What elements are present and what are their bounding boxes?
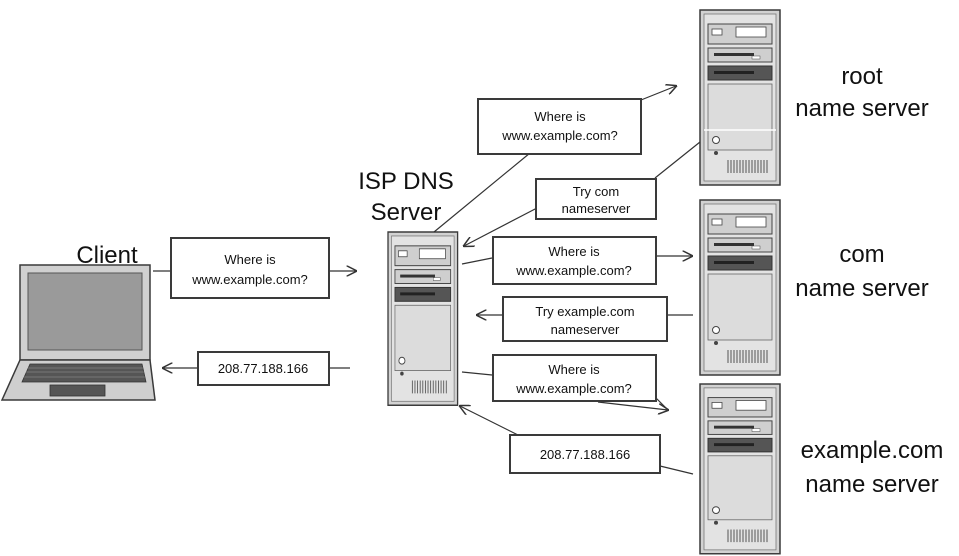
svg-text:Where is: Where is [548,244,600,259]
isp-server-label-line2: Server [371,199,442,226]
example-server-icon [699,383,781,555]
message-client-query: Where is www.example.com? [170,237,330,299]
svg-text:www.example.com?: www.example.com? [501,128,618,143]
arrow-example-query-mid [655,397,669,411]
svg-text:208.77.188.166: 208.77.188.166 [218,361,308,376]
arrow-example-query-tail [461,371,493,376]
arrow-root-reply [464,207,538,246]
arrow-root-reply-tail [654,141,701,179]
root-server-label-line2: name server [795,95,928,122]
message-root-query: Where is www.example.com? [477,98,642,155]
message-arrows [153,86,701,475]
arrow-com-query-tail [461,257,493,265]
message-example-query: Where is www.example.com? [492,354,657,402]
svg-text:208.77.188.166: 208.77.188.166 [540,447,630,462]
message-example-reply: 208.77.188.166 [509,434,661,474]
svg-text:www.example.com?: www.example.com? [191,272,308,287]
message-com-reply: Try example.com nameserver [502,296,668,342]
arrow-example-query [597,401,668,410]
svg-text:Try com: Try com [573,184,619,199]
client-label: Client [76,242,138,269]
message-client-answer: 208.77.188.166 [197,351,330,386]
svg-text:Where is: Where is [224,252,276,267]
com-server-label-line2: name server [795,275,928,302]
arrow-root-query-tail [433,152,531,233]
svg-text:Where is: Where is [534,109,586,124]
svg-text:Where is: Where is [548,362,600,377]
laptop-icon [0,264,156,401]
com-server-label-line1: com [839,241,884,268]
svg-text:nameserver: nameserver [551,322,620,337]
svg-text:www.example.com?: www.example.com? [515,381,632,396]
arrow-example-reply-tail [659,465,694,475]
svg-text:Try example.com: Try example.com [535,304,634,319]
message-root-reply: Try com nameserver [535,178,657,220]
isp-dns-server-icon [387,231,459,406]
example-server-label-line2: name server [805,471,938,498]
arrow-example-reply [460,406,521,437]
root-server-label-line1: root [841,63,883,90]
svg-text:www.example.com?: www.example.com? [515,263,632,278]
example-server-label-line1: example.com [801,437,944,464]
svg-text:nameserver: nameserver [562,201,631,216]
isp-server-label-line1: ISP DNS [358,168,454,195]
message-com-query: Where is www.example.com? [492,236,657,285]
root-server-icon [699,9,781,186]
arrow-root-query [640,86,676,101]
com-server-icon [699,199,781,376]
